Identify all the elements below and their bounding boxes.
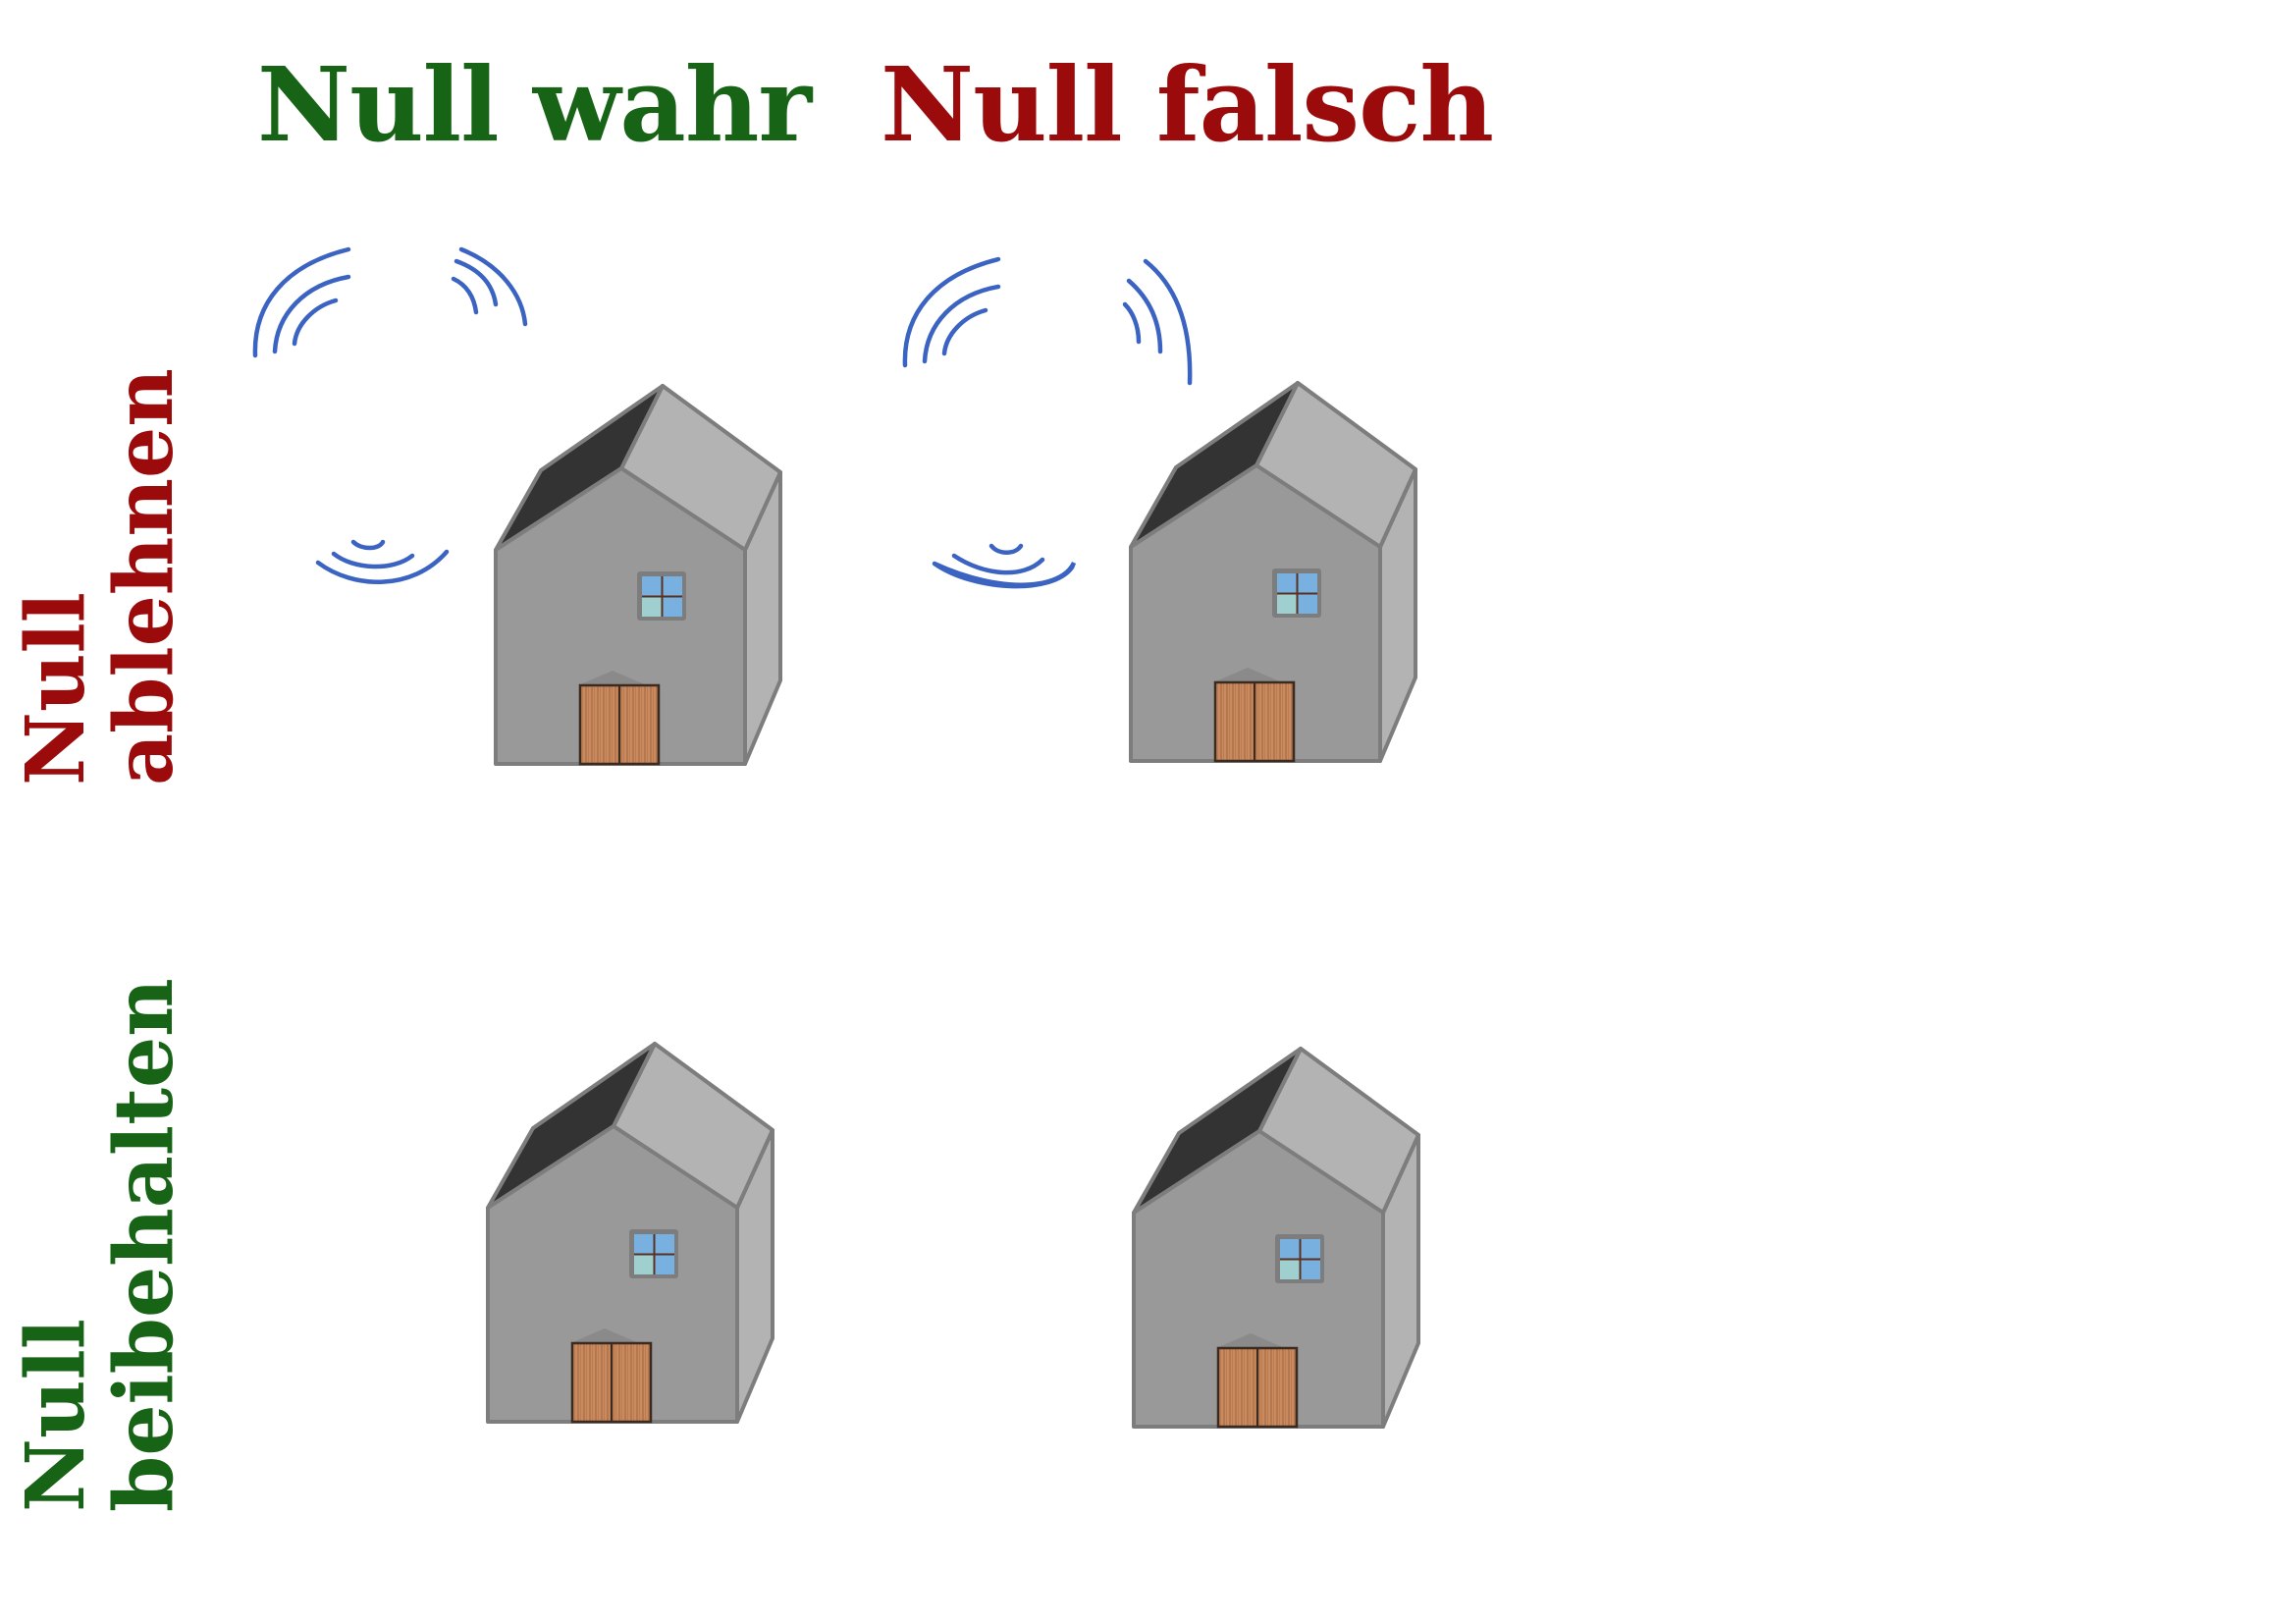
- column-header-null-false: Null falsch: [881, 44, 1494, 165]
- alarm-waves-icon: [902, 256, 1193, 589]
- house-icon: [1132, 1047, 1420, 1429]
- alarm-waves-icon: [252, 246, 528, 584]
- house-icon: [486, 1042, 774, 1424]
- column-header-null-true: Null wahr: [257, 44, 812, 165]
- house-icon: [1129, 381, 1417, 763]
- house-icon: [494, 384, 782, 766]
